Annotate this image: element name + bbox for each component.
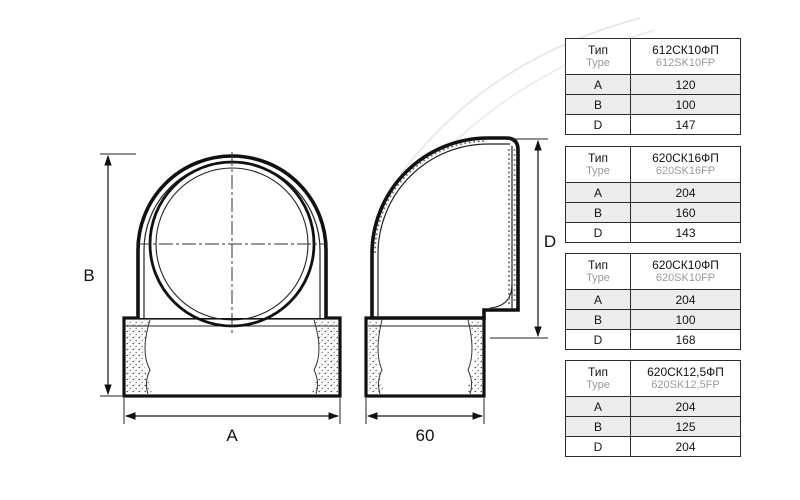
param-value: 168 <box>630 329 741 350</box>
spec-table-620sk10fp: Тип Type 620СК10ФП 620SK10FP A 204 B 100… <box>565 253 741 350</box>
dimension-60: 60 <box>365 398 485 445</box>
type-header-cell: Тип Type <box>565 38 631 75</box>
model-en: 620SK12,5FP <box>651 379 720 392</box>
type-label-en: Type <box>586 379 610 392</box>
table-row: B 100 <box>565 94 741 115</box>
param-label: A <box>565 289 631 310</box>
side-break-line-right <box>467 319 473 395</box>
type-label-ru: Тип <box>587 364 608 379</box>
param-label: A <box>565 74 631 95</box>
param-label: A <box>565 396 631 417</box>
model-header-cell: 620СК16ФП 620SK16FP <box>630 146 741 183</box>
side-flange <box>364 316 486 398</box>
param-value: 125 <box>630 416 741 437</box>
side-view <box>364 136 520 398</box>
param-label: B <box>565 309 631 330</box>
side-body-inner-wall <box>377 143 510 318</box>
param-value: 100 <box>630 309 741 330</box>
param-label: D <box>565 329 631 350</box>
param-value: 120 <box>630 74 741 95</box>
side-flange-texture-right <box>466 320 482 394</box>
param-label: B <box>565 202 631 223</box>
type-header-cell: Тип Type <box>565 360 631 397</box>
model-ru: 620СК10ФП <box>652 257 719 272</box>
param-value: 204 <box>630 289 741 310</box>
dim-label-b: B <box>83 266 94 285</box>
param-value: 160 <box>630 202 741 223</box>
table-row: B 125 <box>565 416 741 437</box>
table-row: A 120 <box>565 74 741 95</box>
param-label: D <box>565 114 631 135</box>
model-ru: 620СК12,5ФП <box>647 364 724 379</box>
side-body-outline <box>370 136 520 320</box>
table-row: D 147 <box>565 114 741 135</box>
front-view <box>122 152 342 398</box>
model-en: 620SK10FP <box>655 272 716 285</box>
dim-label-d: D <box>544 232 556 251</box>
model-ru: 612СК10ФП <box>652 42 719 57</box>
param-label: D <box>565 436 631 457</box>
type-label-en: Type <box>586 272 610 285</box>
table-header-row: Тип Type 620СК16ФП 620SK16FP <box>565 146 741 183</box>
type-header-cell: Тип Type <box>565 146 631 183</box>
model-header-cell: 612СК10ФП 612SK10FP <box>630 38 741 75</box>
table-row: A 204 <box>565 396 741 417</box>
model-en: 620SK16FP <box>655 165 716 178</box>
table-row: A 204 <box>565 289 741 310</box>
param-label: B <box>565 94 631 115</box>
model-ru: 620СК16ФП <box>652 150 719 165</box>
table-row: D 143 <box>565 222 741 243</box>
dimension-a: A <box>123 398 341 445</box>
model-en: 612SK10FP <box>655 57 716 70</box>
table-row: B 160 <box>565 202 741 223</box>
model-header-cell: 620СК12,5ФП 620SK12,5FP <box>630 360 741 397</box>
type-label-ru: Тип <box>587 257 608 272</box>
model-header-cell: 620СК10ФП 620SK10FP <box>630 253 741 290</box>
param-label: D <box>565 222 631 243</box>
param-value: 204 <box>630 182 741 203</box>
param-value: 204 <box>630 396 741 417</box>
table-row: B 100 <box>565 309 741 330</box>
side-break-line-left <box>377 319 383 395</box>
table-row: A 204 <box>565 182 741 203</box>
type-label-en: Type <box>586 57 610 70</box>
type-header-cell: Тип Type <box>565 253 631 290</box>
param-value: 204 <box>630 436 741 457</box>
dimension-b: B <box>83 153 136 397</box>
table-row: D 168 <box>565 329 741 350</box>
break-line-right <box>313 319 320 395</box>
break-line-left <box>144 319 151 395</box>
dim-label-a: A <box>226 426 238 445</box>
type-label-en: Type <box>586 165 610 178</box>
dim-label-60: 60 <box>416 426 435 445</box>
front-flange <box>122 316 342 398</box>
param-label: B <box>565 416 631 437</box>
type-label-ru: Тип <box>587 150 608 165</box>
dimension-d: D <box>490 138 556 339</box>
bend-texture <box>374 140 488 253</box>
spec-table-620sk12-5fp: Тип Type 620СК12,5ФП 620SK12,5FP A 204 B… <box>565 360 741 457</box>
param-value: 143 <box>630 222 741 243</box>
elbow-throat <box>489 283 513 309</box>
type-label-ru: Тип <box>587 42 608 57</box>
table-header-row: Тип Type 620СК12,5ФП 620SK12,5FP <box>565 360 741 397</box>
spec-table-612sk10fp: Тип Type 612СК10ФП 612SK10FP A 120 B 100… <box>565 38 741 135</box>
table-header-row: Тип Type 612СК10ФП 612SK10FP <box>565 38 741 75</box>
param-value: 147 <box>630 114 741 135</box>
param-label: A <box>565 182 631 203</box>
param-value: 100 <box>630 94 741 115</box>
table-row: D 204 <box>565 436 741 457</box>
spec-table-620sk16fp: Тип Type 620СК16ФП 620SK16FP A 204 B 160… <box>565 146 741 243</box>
table-header-row: Тип Type 620СК10ФП 620SK10FP <box>565 253 741 290</box>
